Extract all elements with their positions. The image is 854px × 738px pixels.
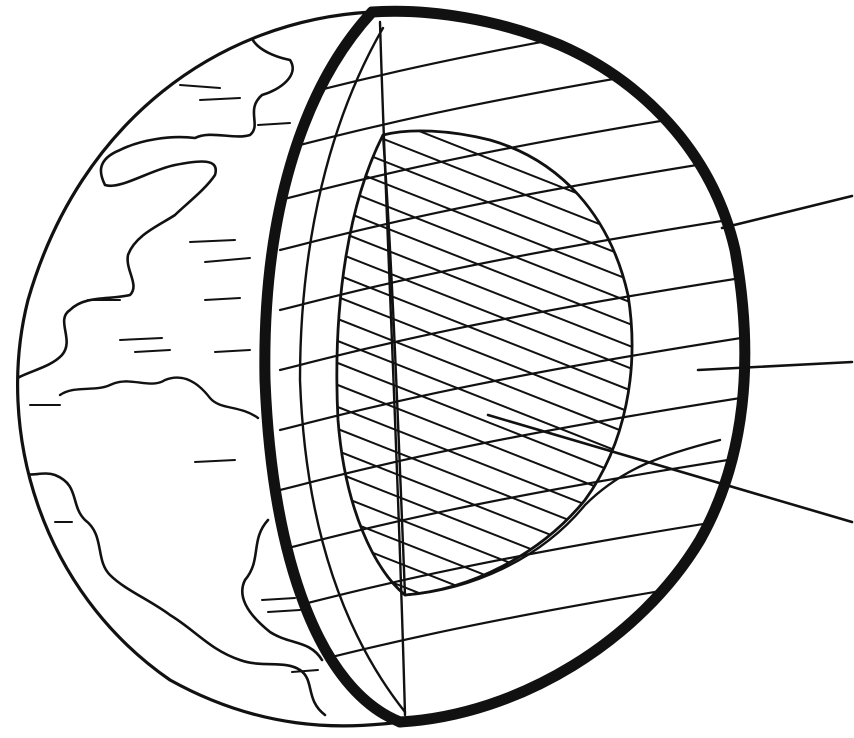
mantle-band-line [280, 5, 760, 100]
mantle-band-line [280, 335, 760, 430]
core-hatch-line [320, 444, 650, 574]
core-hatch-line [320, 246, 650, 376]
core-hatch-line [320, 136, 650, 266]
pointer-line-core [488, 415, 852, 522]
mantle-layer [280, 5, 760, 712]
core-layer [320, 70, 650, 728]
mantle-band-line [280, 275, 760, 370]
core-hatch-line [320, 290, 650, 420]
continent-outline [60, 378, 258, 418]
core-hatch-line [320, 180, 650, 310]
core-hatch-line [320, 312, 650, 442]
cut-axis-line [380, 22, 405, 715]
core-hatch-line [320, 488, 650, 618]
cutaway-rim [372, 11, 745, 722]
globe-outline [18, 12, 400, 726]
core-hatch-line [320, 268, 650, 398]
core-hatch-line [320, 422, 650, 552]
core-hatch-line [320, 202, 650, 332]
cutaway-rim [265, 12, 400, 722]
core-hatch-line [320, 378, 650, 508]
core-hatch-line [320, 334, 650, 464]
mantle-band-line [280, 55, 760, 150]
pointer-line-mantle [698, 362, 852, 370]
surface-hemisphere [8, 20, 325, 715]
pointer-line-crust [722, 196, 852, 228]
mantle-band-line [280, 395, 760, 490]
core-hatch-line [320, 400, 650, 530]
continent-outline [8, 20, 293, 385]
mantle-inner-boundary [300, 28, 405, 712]
mantle-band-lines [280, 5, 760, 670]
